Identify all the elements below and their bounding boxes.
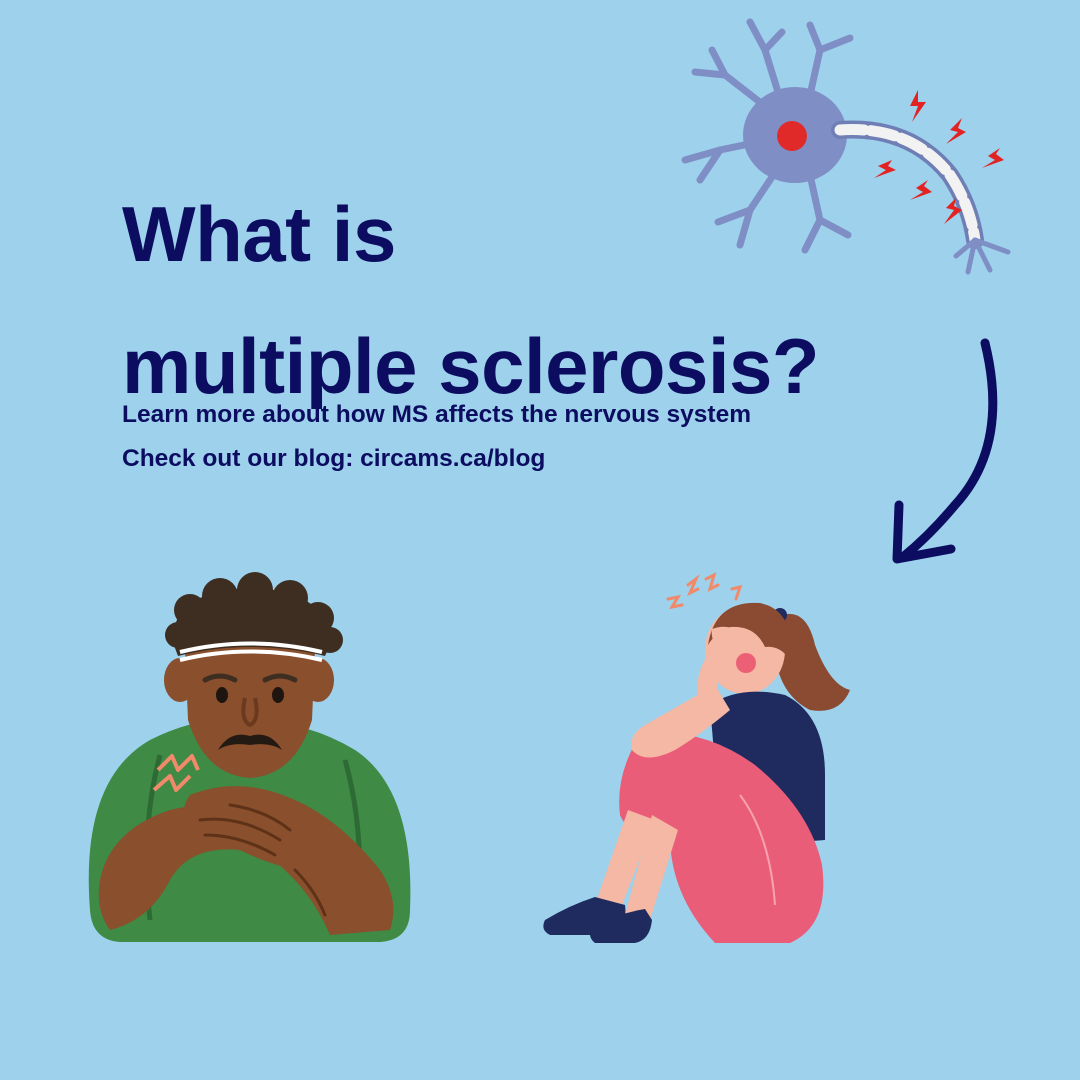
title-line-2: multiple sclerosis? [122,322,820,410]
page-title: What is multiple sclerosis? [122,168,820,432]
man-chest-pain-illustration [88,572,411,942]
neuron-icon [681,18,1011,275]
subtitle: Learn more about how MS affects the nerv… [122,393,751,481]
blog-link-text: Check out our blog: circams.ca/blog [122,445,546,472]
curved-arrow-icon [892,338,998,564]
title-line-1: What is [122,190,396,278]
subtitle-line-1: Learn more about how MS affects the nerv… [122,401,751,428]
woman-headache-illustration [543,572,850,943]
